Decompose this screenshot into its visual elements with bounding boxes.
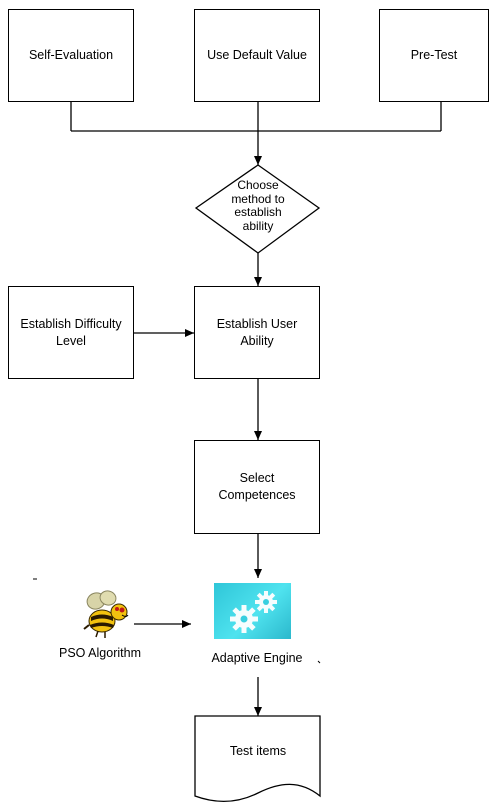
- establish-user-ability-label: Establish User Ability: [216, 316, 298, 348]
- choose-method-label: Choose method to establish ability: [231, 178, 285, 233]
- test-items-label: Test items: [229, 744, 287, 758]
- pre-test-label: Pre-Test: [410, 48, 458, 62]
- use-default-value-box: Use Default Value: [194, 9, 320, 102]
- decision-diamond: [194, 164, 321, 254]
- establish-user-ability-box: Establish User Ability: [194, 286, 320, 379]
- pre-test-box: Pre-Test: [379, 9, 489, 102]
- establish-difficulty-label: Establish Difficulty Level: [20, 316, 122, 348]
- use-default-value-label: Use Default Value: [207, 48, 307, 62]
- test-items-document-shape: [194, 715, 321, 802]
- stray-mark: [317, 660, 321, 664]
- self-evaluation-label: Self-Evaluation: [28, 48, 114, 62]
- pso-algorithm-label: PSO Algorithm: [59, 646, 141, 660]
- select-competences-box: Select Competences: [194, 440, 320, 534]
- gears-icon: [214, 583, 291, 639]
- select-competences-label: Select Competences: [218, 471, 296, 502]
- establish-difficulty-box: Establish Difficulty Level: [8, 286, 134, 379]
- bee-icon: [78, 588, 134, 644]
- self-evaluation-box: Self-Evaluation: [8, 9, 134, 102]
- adaptive-engine-label: Adaptive Engine: [211, 651, 303, 665]
